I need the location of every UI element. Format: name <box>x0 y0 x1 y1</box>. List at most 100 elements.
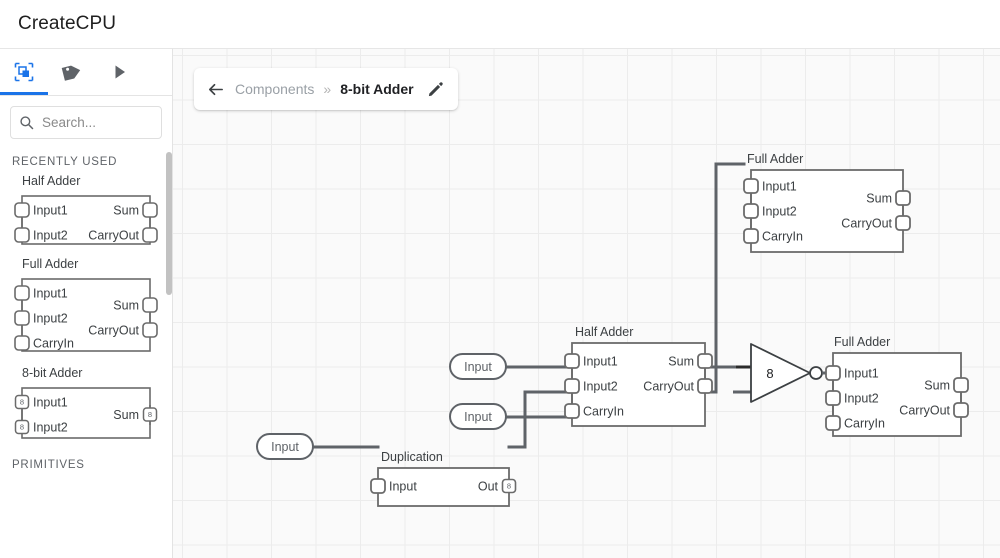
pin-label: CarryOut <box>643 380 694 394</box>
io-pill-2[interactable]: Input <box>449 403 507 430</box>
pin-input2[interactable] <box>743 203 759 219</box>
back-arrow-icon[interactable] <box>204 78 226 100</box>
pin-label: CarryOut <box>88 229 139 243</box>
tab-components[interactable] <box>0 49 48 95</box>
sidebar-tab-bar <box>0 49 172 96</box>
pin-label: Input2 <box>844 392 879 406</box>
node-full-adder-right[interactable]: Full Adder Input1 Input2 CarryIn Sum Car… <box>825 335 969 437</box>
node-title: Half Adder <box>575 325 633 339</box>
palette-item-8bit-adder[interactable]: 8-bit Adder 8 8 8 Input1 Input2 Sum <box>0 366 172 445</box>
pin-carryin[interactable] <box>825 415 841 431</box>
pin-label: Sum <box>668 355 694 369</box>
pin-carryin[interactable] <box>564 403 580 419</box>
breadcrumb-root[interactable]: Components <box>235 81 315 97</box>
pin-label: Input <box>389 480 417 494</box>
node-half-adder-mid[interactable]: Half Adder Input1 Input2 CarryIn Sum Car… <box>564 325 713 427</box>
schematic-canvas[interactable]: Components » 8-bit Adder <box>173 48 1000 558</box>
pin-label: Input2 <box>33 312 68 326</box>
io-pill-3[interactable]: Input <box>256 433 314 460</box>
palette-item-full-adder[interactable]: Full Adder Input1 Input2 CarryIn Sum Car… <box>0 257 172 360</box>
pin-input1[interactable] <box>564 353 580 369</box>
bus-width-label: 8 <box>507 482 511 491</box>
tab-labels[interactable] <box>48 49 96 95</box>
pin-label: Sum <box>113 408 139 422</box>
pin-label: Sum <box>866 192 892 206</box>
pin-input[interactable] <box>370 478 386 494</box>
pin-label: CarryIn <box>33 337 74 351</box>
pin-out[interactable] <box>501 478 517 494</box>
io-pill-1[interactable]: Input <box>449 353 507 380</box>
palette-item-title: 8-bit Adder <box>22 366 83 380</box>
tag-icon <box>61 61 83 83</box>
pin-sum[interactable] <box>953 377 969 393</box>
pin-label: Input2 <box>33 421 68 435</box>
node-title: Duplication <box>381 450 443 464</box>
pin-carryout[interactable] <box>895 215 911 231</box>
node-title: Full Adder <box>747 152 803 166</box>
palette-symbol-half-adder: Input1 Input2 Sum CarryOut <box>14 195 158 245</box>
schematic-drawing: Input Input Input Full Adder <box>256 152 969 507</box>
pencil-icon[interactable] <box>427 81 444 98</box>
pin-label: CarryIn <box>583 405 624 419</box>
search-placeholder: Search... <box>42 115 97 130</box>
section-primitives: PRIMITIVES <box>12 459 85 471</box>
breadcrumb: Components » 8-bit Adder <box>194 68 458 110</box>
pin-sum[interactable] <box>697 353 713 369</box>
pin-label: Sum <box>113 204 139 218</box>
pin-label: Input1 <box>33 204 68 218</box>
search-icon <box>19 115 34 130</box>
breadcrumb-separator: » <box>323 81 332 97</box>
pin-label: Input1 <box>844 367 879 381</box>
wire-duplication-to-halfadder-input2 <box>507 390 574 449</box>
title-bar: CreateCPU <box>0 0 1000 48</box>
tab-run[interactable] <box>96 49 144 95</box>
sidebar-scrollbar[interactable] <box>166 152 172 295</box>
bus-width-label: 8 <box>20 398 24 407</box>
section-recently-used: RECENTLY USED <box>12 156 118 168</box>
pin-sum[interactable] <box>895 190 911 206</box>
pin-input2[interactable] <box>825 390 841 406</box>
io-pill-label: Input <box>271 440 299 454</box>
sidebar: Search... RECENTLY USED Half Adder Input… <box>0 48 173 558</box>
pin-input1[interactable] <box>825 365 841 381</box>
app-title: CreateCPU <box>18 13 117 34</box>
palette-item-half-adder[interactable]: Half Adder Input1 Input2 Sum CarryOut <box>0 174 172 251</box>
pin-label: Input1 <box>762 180 797 194</box>
node-duplication[interactable]: Duplication 8 Input Out <box>370 450 517 507</box>
bus-width-label: 8 <box>148 410 152 419</box>
node-full-adder-top[interactable]: Full Adder Input1 Input2 CarryIn Sum Car… <box>743 152 911 253</box>
io-pill-label: Input <box>464 360 492 374</box>
search-container: Search... <box>0 96 172 139</box>
palette-symbol-8bit-adder: 8 8 8 Input1 Input2 Sum <box>14 387 158 439</box>
pin-input1[interactable] <box>743 178 759 194</box>
pin-label: Sum <box>924 379 950 393</box>
buffer-gate[interactable]: 8 <box>750 343 833 403</box>
pin-label: Input1 <box>33 396 68 410</box>
pin-label: Input2 <box>33 229 68 243</box>
node-title: Full Adder <box>834 335 890 349</box>
component-icon <box>13 61 35 83</box>
pin-label: Input2 <box>762 205 797 219</box>
pin-label: CarryOut <box>899 404 950 418</box>
pin-label: CarryOut <box>88 324 139 338</box>
palette-symbol-full-adder: Input1 Input2 CarryIn Sum CarryOut <box>14 278 158 352</box>
bus-width-label: 8 <box>20 423 24 432</box>
pin-label: Out <box>478 480 499 494</box>
palette-item-title: Full Adder <box>22 257 79 271</box>
palette-item-title: Half Adder <box>22 174 81 188</box>
pin-label: Sum <box>113 299 139 313</box>
search-input[interactable]: Search... <box>10 106 162 139</box>
pin-carryin[interactable] <box>743 228 759 244</box>
pin-carryout[interactable] <box>953 402 969 418</box>
pin-input2[interactable] <box>564 378 580 394</box>
pin-label: CarryIn <box>762 230 803 244</box>
inverter-bubble <box>809 366 823 380</box>
pin-carryout[interactable] <box>697 378 713 394</box>
pin-label: CarryIn <box>844 417 885 431</box>
pin-label: Input1 <box>33 287 68 301</box>
io-pill-label: Input <box>464 410 492 424</box>
buffer-value: 8 <box>766 366 773 381</box>
pin-label: Input1 <box>583 355 618 369</box>
play-icon <box>111 63 129 81</box>
